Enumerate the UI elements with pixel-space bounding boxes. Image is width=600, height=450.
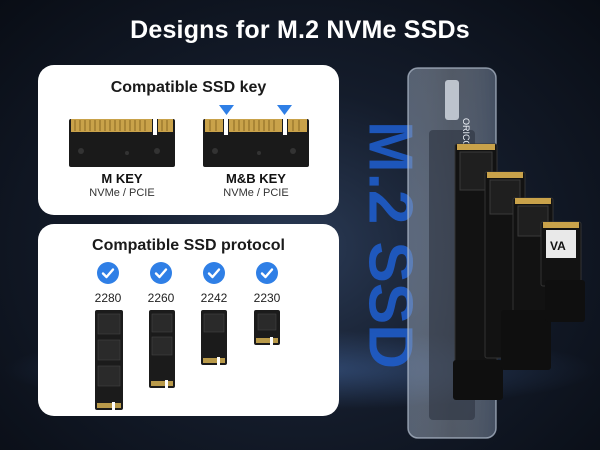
size-label-2280: 2280 [94,291,122,305]
size-label-2230: 2230 [253,291,281,305]
mb-key-label: M&B KEY NVMe / PCIE [201,171,311,199]
m-key-label: M KEY NVMe / PCIE [67,171,177,199]
m-key-protocol: NVMe / PCIE [89,187,155,199]
check-icon-2260 [150,262,172,284]
ssd-protocol-card: Compatible SSD protocol 2280 2260 2242 2… [38,224,339,416]
m-key-ssd-image [69,119,175,167]
svg-text:VA: VA [550,239,566,253]
mb-key-protocol: NVMe / PCIE [223,187,289,199]
check-icon-2230 [256,262,278,284]
brand-logo-text: ORICO [461,118,471,148]
check-icon-2242 [203,262,225,284]
check-icon-2280 [97,262,119,284]
ssd-2242-image [201,310,227,365]
b-key-notch-arrow [219,105,234,115]
m-key-notch-arrow-2 [277,105,292,115]
ssd-enclosure-product-image: ORICO VA [407,67,585,439]
ssd-2260-image [149,310,175,388]
size-label-2260: 2260 [147,291,175,305]
ssd-key-card: Compatible SSD key M KEY NVMe / PCIE [38,65,339,215]
size-label-2242: 2242 [200,291,228,305]
m-key-name: M KEY [101,171,143,186]
ssd-2230-image [254,310,280,345]
mb-key-ssd-image [203,105,309,167]
ssd-protocol-card-title: Compatible SSD protocol [92,237,285,254]
side-text: M.2 SSD [356,121,416,369]
page-title: Designs for M.2 NVMe SSDs [130,16,470,44]
ssd-2280-image [95,310,123,410]
ssd-key-card-title: Compatible SSD key [110,79,267,96]
m2-ssd-side-text-graphic: M.2 SSD [356,121,416,369]
mb-key-name: M&B KEY [226,171,286,186]
